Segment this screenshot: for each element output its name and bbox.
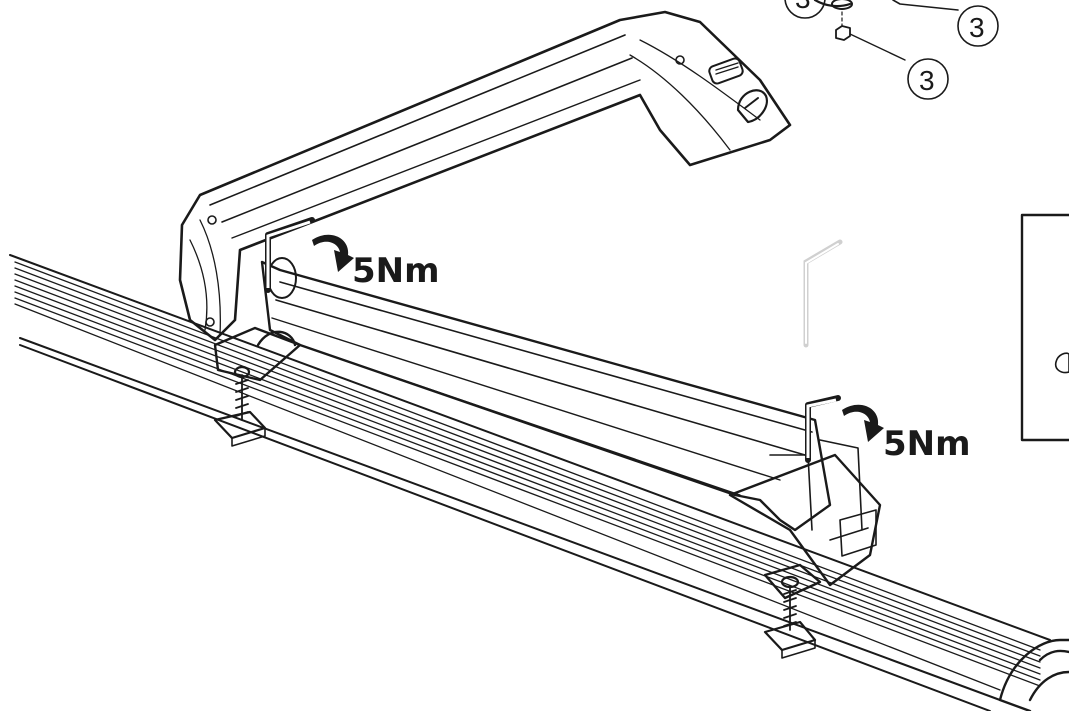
callout-middle-right: 3 — [907, 58, 949, 100]
svg-text:3: 3 — [795, 0, 811, 14]
key-slot — [736, 89, 768, 124]
torque-label-right: 5Nm — [883, 424, 971, 464]
exploded-fasteners — [813, 0, 959, 61]
svg-text:3: 3 — [919, 65, 935, 96]
torque-arrow-icon — [842, 404, 884, 442]
svg-text:3: 3 — [969, 12, 985, 43]
right-foot — [728, 439, 882, 659]
roof-rail — [9, 254, 1069, 711]
rail-end-profile — [998, 638, 1069, 711]
torque-arrow-icon — [312, 234, 354, 272]
callout-top-right: 3 — [957, 5, 999, 47]
nut-icon — [835, 25, 851, 41]
hex-key-left — [265, 217, 315, 293]
callout-top-partial: 3 — [784, 0, 826, 19]
left-foot — [213, 326, 302, 447]
detail-inset — [1020, 213, 1069, 442]
hex-key-right — [805, 395, 841, 463]
hex-key-ghost-icon — [803, 239, 843, 348]
upper-handle — [178, 10, 792, 342]
torque-label-left: 5Nm — [352, 251, 440, 291]
lock-cylinder — [708, 57, 744, 85]
